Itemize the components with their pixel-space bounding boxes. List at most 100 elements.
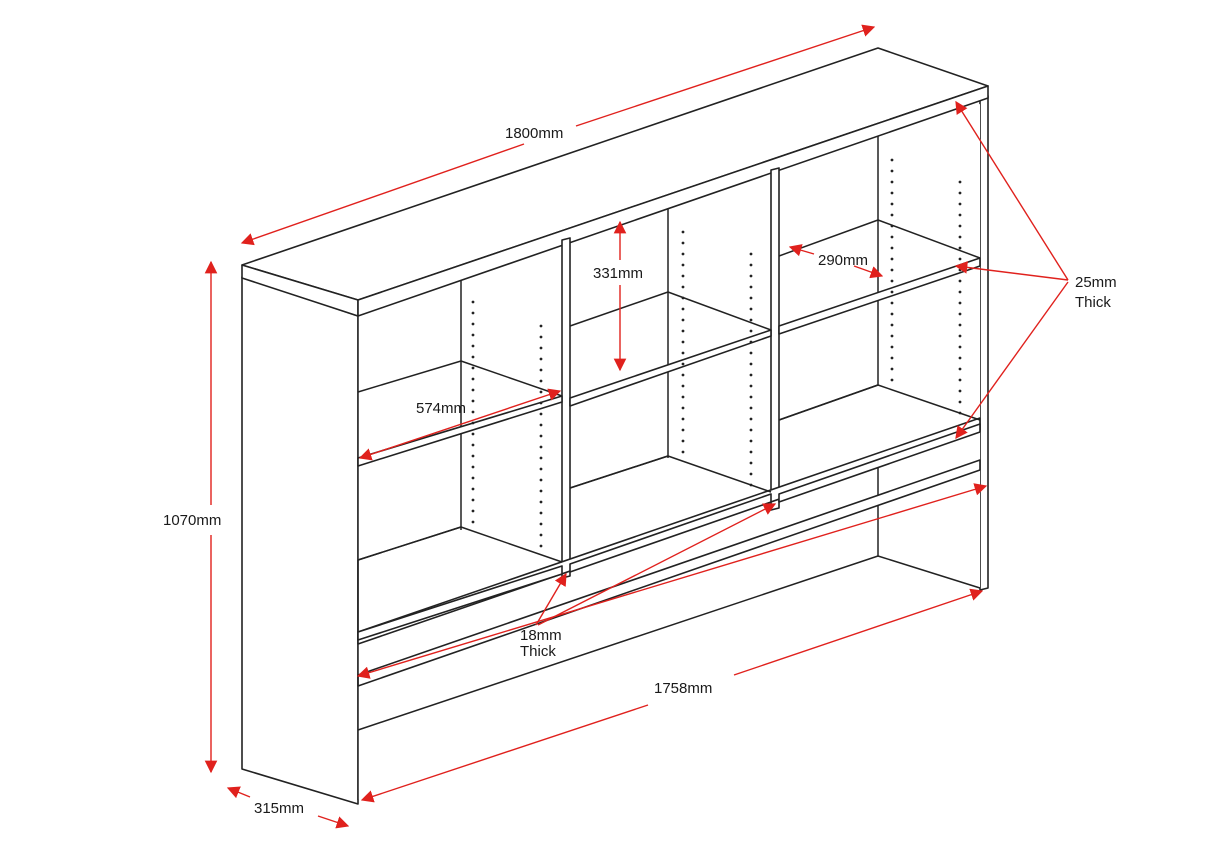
dim-1800-line-a [240, 143, 525, 246]
shelf-pin-hole [539, 478, 543, 482]
shelf-pin-hole [749, 395, 753, 399]
dimension-labels: 1800mm 1070mm 315mm 1758mm 574mm 290mm 3… [163, 125, 1117, 817]
shelf-pin-hole [539, 500, 543, 504]
shelf-pin-hole [890, 312, 894, 316]
shelf-pin-hole [681, 329, 685, 333]
shelf-pin-hole [539, 434, 543, 438]
shelf-pin-hole [681, 351, 685, 355]
dim-25-thick-2 [954, 261, 1069, 281]
shelf-pin-hole [539, 423, 543, 427]
shelf-pin-hole [681, 285, 685, 289]
shelf-pin-hole [890, 367, 894, 371]
shelf-pin-hole [890, 290, 894, 294]
label-depth: 315mm [254, 800, 304, 817]
shelf-pin-hole [749, 461, 753, 465]
label-panel-thickness-unit: Thick [520, 643, 556, 660]
shelf-pin-hole [890, 191, 894, 195]
top-board-edge [357, 85, 989, 317]
shelf-pin-holes [471, 158, 962, 548]
shelf-pin-hole [958, 411, 962, 415]
shelf-pin-hole [471, 465, 475, 469]
shelf-pin-hole [749, 417, 753, 421]
shelf-pin-hole [958, 378, 962, 382]
shelf-pin-hole [958, 345, 962, 349]
shelf-pin-hole [471, 443, 475, 447]
shelf-pin-hole [539, 379, 543, 383]
shelf-pin-hole [471, 498, 475, 502]
shelf-pin-hole [471, 311, 475, 315]
shelf-pin-hole [749, 340, 753, 344]
shelf-pin-hole [958, 290, 962, 294]
shelf-pin-hole [958, 224, 962, 228]
shelf-pin-hole [890, 301, 894, 305]
shelf-pin-hole [749, 252, 753, 256]
shelf-pin-hole [471, 333, 475, 337]
shelf-pin-hole [681, 384, 685, 388]
shelf-pin-hole [749, 318, 753, 322]
shelf-pin-hole [539, 368, 543, 372]
shelf-pin-hole [749, 274, 753, 278]
shelf-pin-hole [681, 406, 685, 410]
shelf-pin-hole [471, 509, 475, 513]
shelf-pin-hole [890, 246, 894, 250]
shelf-pin-hole [890, 169, 894, 173]
shelf-pin-hole [539, 346, 543, 350]
shelf-pin-hole [749, 439, 753, 443]
shelf-pin-hole [958, 323, 962, 327]
shelf-pin-hole [471, 344, 475, 348]
shelf-pin-hole [749, 296, 753, 300]
shelf-pin-hole [471, 355, 475, 359]
shelf-pin-hole [681, 417, 685, 421]
dim-25-thick-1 [955, 100, 1069, 281]
dim-290-line-b [853, 265, 884, 279]
shelf-pin-hole [958, 400, 962, 404]
shelf-pin-hole [958, 213, 962, 217]
dim-18-thick-2 [537, 503, 777, 626]
shelf-pin-hole [890, 268, 894, 272]
dimension-lines [204, 24, 1069, 829]
label-shelf-depth: 290mm [818, 252, 868, 269]
shelf-pin-hole [539, 445, 543, 449]
shelf-pin-hole [890, 356, 894, 360]
shelf-pin-hole [539, 412, 543, 416]
shelf-pin-hole [749, 384, 753, 388]
shelf-pin-hole [539, 401, 543, 405]
dim-18-thick-1 [535, 572, 567, 626]
shelf-pin-hole [681, 230, 685, 234]
shelf-pin-hole [471, 399, 475, 403]
shelf-pin-hole [471, 520, 475, 524]
right-side-panel [979, 95, 989, 591]
shelf-pin-hole [958, 367, 962, 371]
shelf-pin-hole [539, 324, 543, 328]
shelf-pin-hole [681, 340, 685, 344]
shelf-pin-hole [539, 456, 543, 460]
shelf-pin-hole [471, 410, 475, 414]
shelf-pin-hole [681, 428, 685, 432]
label-internal-width: 1758mm [654, 680, 712, 697]
dim-290-line-a [788, 244, 815, 257]
shelf-pin-hole [539, 544, 543, 548]
shelf-pin-hole [681, 450, 685, 454]
shelf-pin-hole [958, 334, 962, 338]
shelf-pin-hole [890, 158, 894, 162]
shelf-pin-hole [890, 279, 894, 283]
shelf-pin-hole [958, 246, 962, 250]
shelf-pin-hole [958, 268, 962, 272]
dim-574-line [358, 388, 562, 461]
shelf-pin-hole [958, 202, 962, 206]
divider-left [561, 237, 571, 579]
shelf-pin-hole [681, 307, 685, 311]
shelf-pin-hole [471, 322, 475, 326]
shelf-pin-hole [681, 373, 685, 377]
shelf-pin-hole [471, 377, 475, 381]
dim-315-line-a [226, 786, 251, 799]
shelf-pin-hole [681, 241, 685, 245]
shelf-pin-hole [681, 362, 685, 366]
shelf-pin-hole [539, 335, 543, 339]
shelf-pin-hole [539, 467, 543, 471]
shelf-pin-hole [471, 388, 475, 392]
shelf-pin-hole [958, 389, 962, 393]
shelf-pin-hole [539, 533, 543, 537]
shelf-pin-hole [749, 373, 753, 377]
shelf-pin-hole [749, 472, 753, 476]
